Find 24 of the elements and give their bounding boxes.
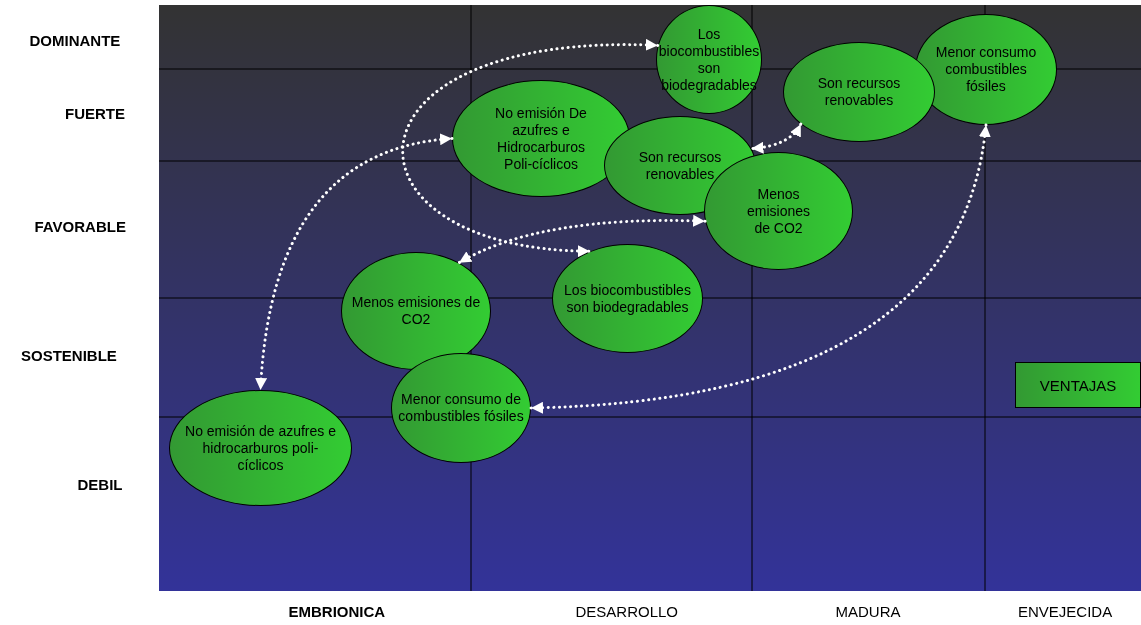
node-text: Menos emisiones de CO2 xyxy=(350,294,482,328)
dotted-arrow xyxy=(529,123,990,414)
column-label: ENVEJECIDA xyxy=(1018,602,1113,620)
row-label: FUERTE xyxy=(65,104,125,122)
node-text: No emisión de azufres e hidrocarburos poli-cíclicos xyxy=(184,422,337,474)
legend-label: VENTAJAS xyxy=(1039,376,1117,394)
node-text: Son recursos renovables xyxy=(637,148,723,183)
column-label: DESARROLLO xyxy=(575,602,679,620)
row-label: SOSTENIBLE xyxy=(21,346,117,364)
row-label: DOMINANTE xyxy=(29,31,121,49)
row-label: FAVORABLE xyxy=(34,217,126,235)
node-text: No emisión De azufres e Hidrocarburos Poli-cíclicos xyxy=(494,104,588,173)
node-text: Menor consumo combustibles fósiles xyxy=(934,44,1038,95)
dotted-arrow xyxy=(749,122,803,154)
node-text: Menor consumo de combustibles fósiles xyxy=(398,391,524,425)
row-label: DEBIL xyxy=(77,475,123,493)
column-label: MADURA xyxy=(835,602,901,620)
node-text: Menos emisiones de CO2 xyxy=(746,185,811,237)
node-text: Los biocombustibles son biodegradables xyxy=(563,281,692,316)
node-text: Son recursos renovables xyxy=(816,75,902,109)
dotted-arrow xyxy=(255,134,454,392)
column-label: EMBRIONICA xyxy=(288,602,386,620)
dotted-arrow xyxy=(401,39,660,257)
dotted-arrow xyxy=(457,214,707,265)
